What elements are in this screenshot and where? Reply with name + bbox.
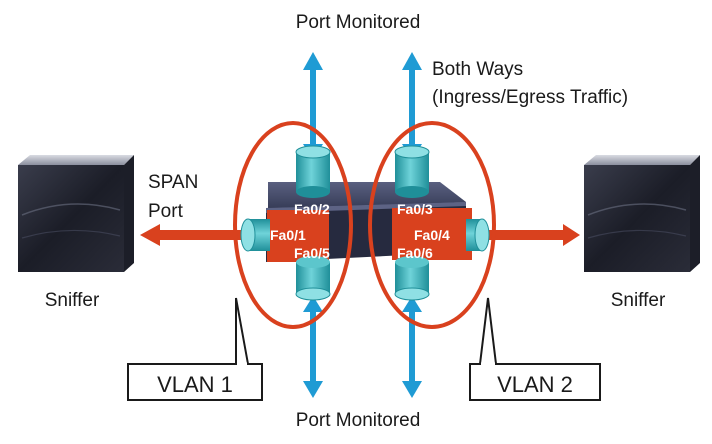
vlan2-callout bbox=[469, 297, 601, 401]
vlan1-ellipse bbox=[233, 121, 353, 329]
span-label: SPAN bbox=[148, 172, 198, 193]
monitor-arrow-bottom-left bbox=[303, 296, 323, 398]
port-highlight-left bbox=[267, 210, 329, 262]
ingress-egress-label: (Ingress/Egress Traffic) bbox=[432, 87, 628, 108]
span-arrow-right bbox=[480, 224, 580, 246]
vlan2-ellipse bbox=[368, 121, 496, 329]
port-highlight-right bbox=[392, 208, 472, 260]
port-connector-icon bbox=[394, 256, 430, 301]
vlan2-label: VLAN 2 bbox=[497, 372, 573, 397]
port-monitored-top-label: Port Monitored bbox=[296, 12, 421, 33]
sniffer-left-label: Sniffer bbox=[45, 290, 100, 311]
port-label-fa0-1: Fa0/1 bbox=[270, 227, 306, 243]
vlan1-callout bbox=[127, 297, 263, 401]
vlan1-label: VLAN 1 bbox=[157, 372, 233, 397]
sniffer-device-icon bbox=[18, 155, 134, 272]
port-label-fa0-5: Fa0/5 bbox=[294, 245, 330, 261]
span-arrow-left bbox=[140, 224, 250, 246]
port-connector-icon bbox=[394, 145, 430, 198]
port-connector-icon bbox=[466, 218, 490, 252]
both-ways-label: Both Ways bbox=[432, 59, 523, 80]
port-monitored-bottom-label: Port Monitored bbox=[296, 410, 421, 431]
port-label-fa0-2: Fa0/2 bbox=[294, 201, 330, 217]
monitor-arrow-bottom-right bbox=[402, 296, 422, 398]
port-connector-icon bbox=[295, 256, 331, 301]
sniffer-right-label: Sniffer bbox=[611, 290, 666, 311]
sniffer-device-icon bbox=[584, 155, 700, 272]
port-label-fa0-3: Fa0/3 bbox=[397, 201, 433, 217]
monitor-arrow-top-left bbox=[303, 52, 323, 160]
port-connector-icon bbox=[240, 218, 270, 252]
port-connector-icon bbox=[295, 145, 331, 198]
span-port-label: Port bbox=[148, 201, 184, 222]
monitor-arrow-top-right bbox=[402, 52, 422, 160]
port-label-fa0-4: Fa0/4 bbox=[414, 227, 450, 243]
port-label-fa0-6: Fa0/6 bbox=[397, 245, 433, 261]
